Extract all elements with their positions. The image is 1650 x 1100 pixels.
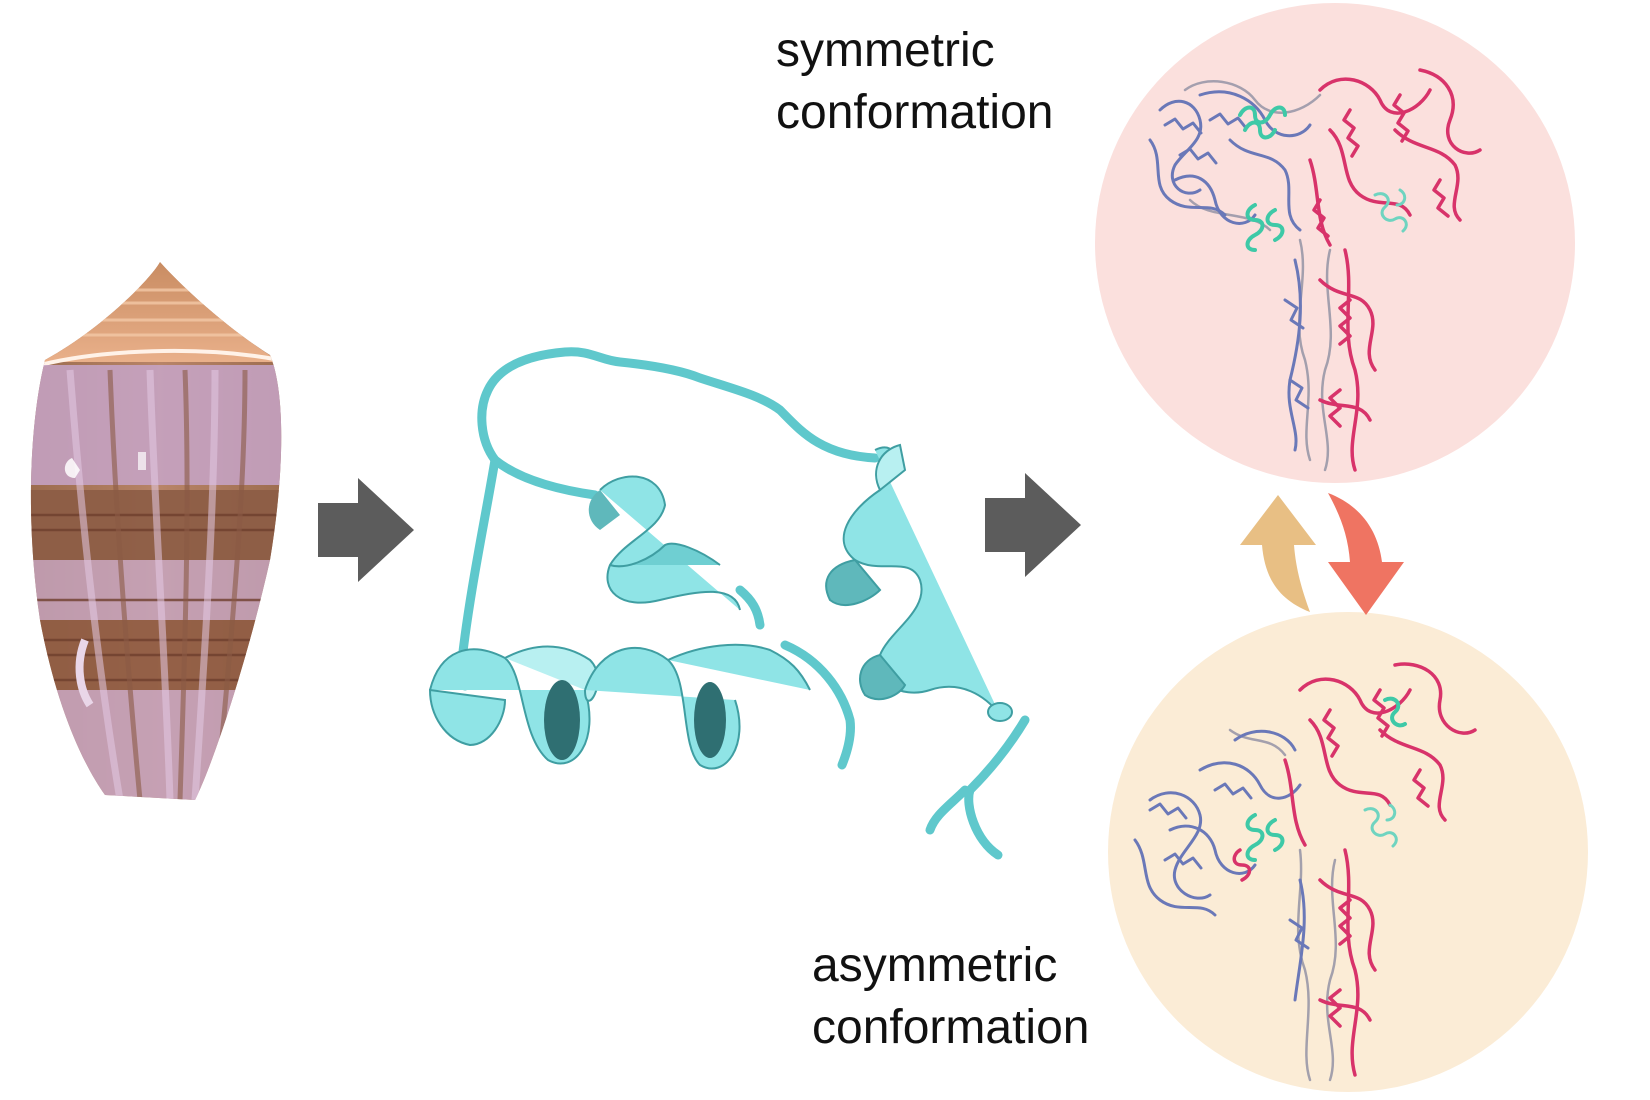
label-line: conformation [776, 86, 1054, 139]
right-arrow-icon [318, 478, 414, 582]
right-arrow-icon [985, 473, 1081, 577]
cone-snail-shell-icon [30, 262, 282, 800]
label-line: symmetric [776, 24, 995, 77]
peptide-helix-icon [428, 347, 1030, 860]
asymmetric-structure-panel [1108, 612, 1588, 1092]
asymmetric-conformation-label: asymmetric conformation [812, 935, 1089, 1059]
symmetric-structure-panel [1095, 3, 1575, 483]
label-line: conformation [812, 1001, 1090, 1054]
cycle-arrows-icon [1240, 493, 1404, 615]
label-line: asymmetric [812, 939, 1058, 992]
symmetric-conformation-label: symmetric conformation [776, 20, 1053, 144]
